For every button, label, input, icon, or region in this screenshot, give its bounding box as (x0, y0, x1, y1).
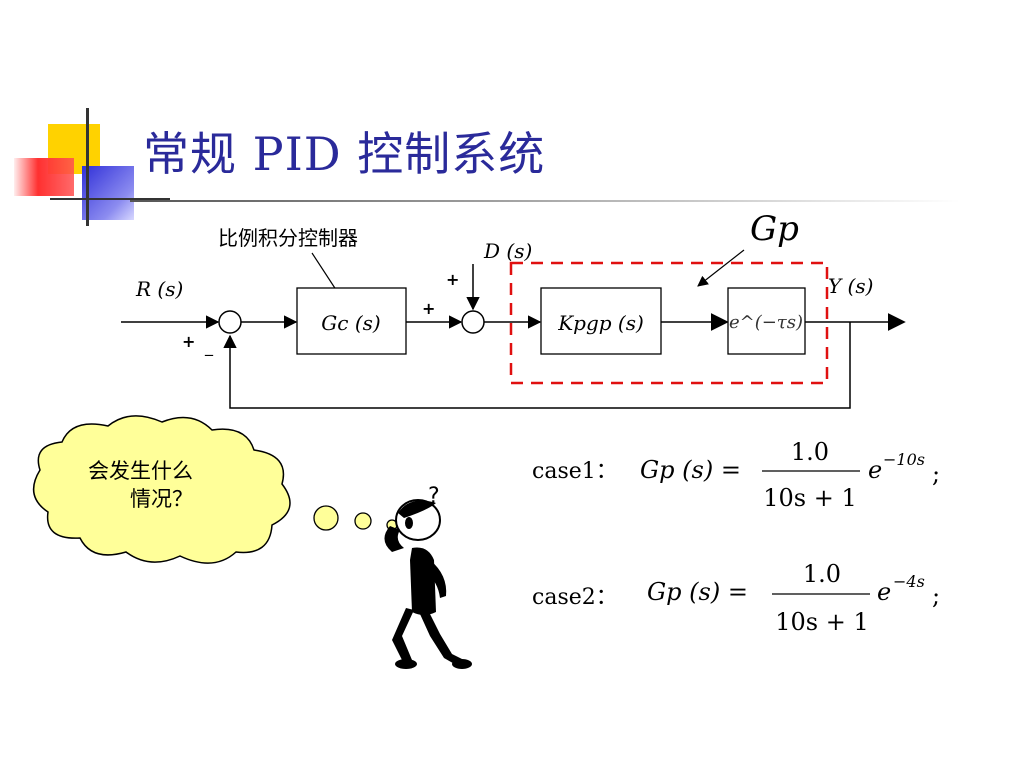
case2-exponent: −4s (893, 572, 925, 591)
thought-bubble (32, 415, 398, 564)
case2-exp-base: e (877, 578, 891, 606)
sum1-minus-sign: _ (204, 337, 214, 357)
case1-label: case1： (532, 459, 618, 484)
process-block (540, 287, 662, 355)
slide-title: 常规 PID 控制系统 (143, 127, 546, 181)
case2-label: case2： (532, 585, 618, 610)
case1-formula: case1： Gp (s) = 1.0 10s + 1 e −10s ; (532, 438, 940, 512)
controller-annotation: 比例积分控制器 (218, 226, 358, 250)
controller-block (296, 287, 407, 355)
bubble-line-1: 会发生什么 (88, 459, 193, 483)
case1-exponent: −10s (883, 450, 925, 469)
case2-semicolon: ; (932, 582, 940, 610)
logo-vertical-line (86, 108, 89, 226)
bubble-line-2: 情况？ (130, 487, 193, 511)
case2-lhs: Gp (s) = (647, 578, 748, 606)
sum1-plus-sign: + (182, 332, 195, 351)
summing-junction-2 (461, 310, 485, 334)
process-block-label: Kpgp (s) (557, 311, 644, 335)
title-underline (130, 200, 960, 202)
gp-label: Gp (750, 209, 799, 249)
feedback-path (223, 322, 851, 409)
case2-denominator: 10s + 1 (775, 608, 869, 636)
controller-block-label: Gc (s) (321, 311, 380, 335)
plant-dashed-box (509, 261, 829, 385)
question-mark: ? (428, 484, 440, 509)
logo-horizontal-line (50, 198, 170, 200)
case1-lhs: Gp (s) = (640, 456, 741, 484)
sum2-plus-left: + (422, 299, 435, 318)
delay-block-label: e^(−τs) (729, 312, 803, 333)
delay-block (727, 287, 806, 355)
case1-numerator: 1.0 (791, 438, 829, 466)
logo-blue-square (82, 166, 134, 220)
disturbance-label: D (s) (483, 239, 532, 263)
input-signal-label: R (s) (135, 277, 183, 301)
case2-numerator: 1.0 (803, 560, 841, 588)
case2-formula: case2： Gp (s) = 1.0 10s + 1 e −4s ; (532, 560, 940, 636)
output-signal-label: Y (s) (828, 274, 873, 298)
logo-red-square (14, 158, 74, 196)
case1-denominator: 10s + 1 (763, 484, 857, 512)
case1-exp-base: e (868, 456, 882, 484)
summing-junction-1 (218, 310, 242, 334)
case1-semicolon: ; (932, 460, 940, 488)
thinking-person-icon: ? (384, 484, 472, 669)
sum2-plus-top: + (446, 270, 459, 289)
gp-annotation-arrow (697, 249, 745, 287)
